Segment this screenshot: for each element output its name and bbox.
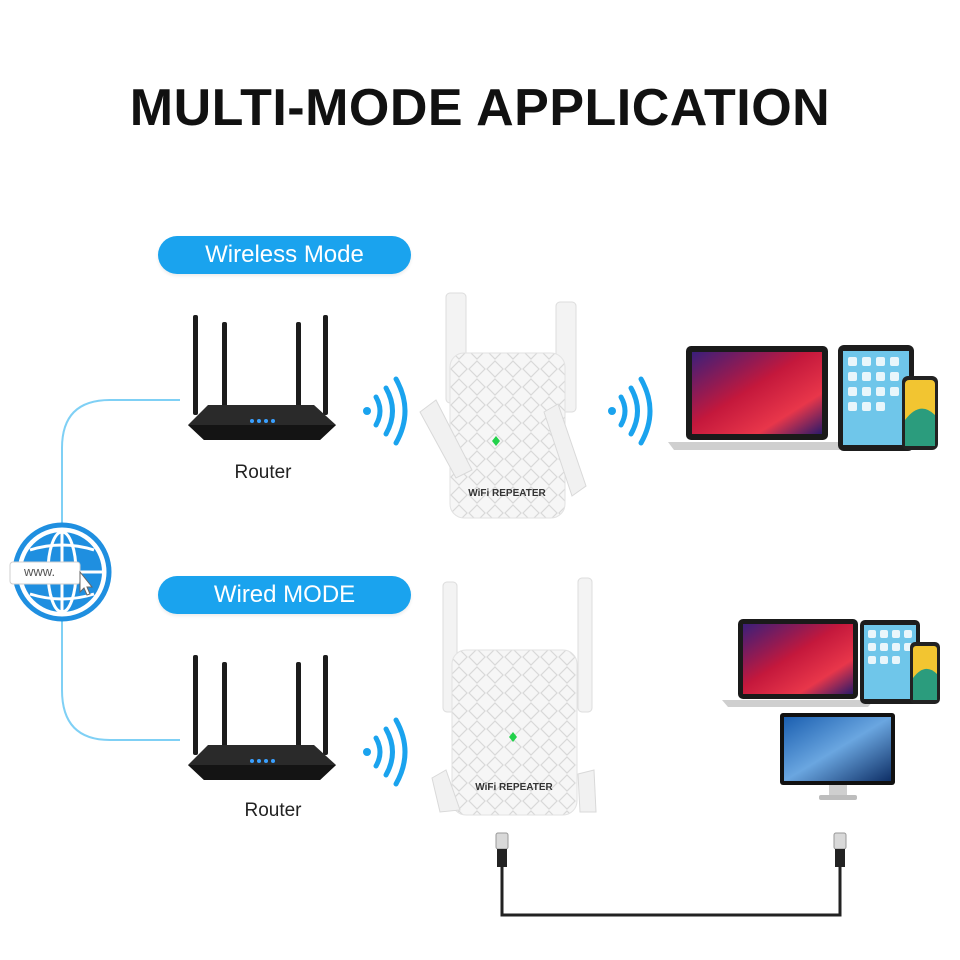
repeater-label: WiFi REPEATER	[475, 782, 553, 793]
ethernet-cable-icon	[495, 832, 847, 917]
router-icon	[188, 315, 336, 440]
wifi-signal-icon	[608, 376, 653, 446]
globe-icon	[9, 522, 112, 622]
wireless-mode-badge: Wireless Mode	[158, 236, 411, 274]
phone-icon	[910, 642, 940, 704]
router-label: Router	[234, 462, 292, 483]
laptop-icon	[722, 619, 874, 707]
router-icon	[188, 655, 336, 780]
laptop-icon	[668, 346, 846, 450]
repeater-icon: WiFi REPEATER	[419, 292, 587, 519]
phone-icon	[902, 376, 938, 450]
monitor-icon	[780, 713, 895, 800]
repeater-icon: WiFi REPEATER	[431, 577, 597, 816]
tablet-icon	[838, 345, 914, 451]
globe-url-text: www.	[24, 564, 56, 579]
repeater-label: WiFi REPEATER	[468, 488, 546, 499]
wired-mode-badge: Wired MODE	[158, 576, 411, 614]
wifi-signal-icon	[363, 717, 408, 787]
internet-cable	[61, 399, 180, 741]
router-label: Router	[244, 800, 302, 821]
page-title: MULTI-MODE APPLICATION	[129, 79, 831, 137]
tablet-icon	[860, 620, 920, 704]
wifi-signal-icon	[363, 376, 408, 446]
